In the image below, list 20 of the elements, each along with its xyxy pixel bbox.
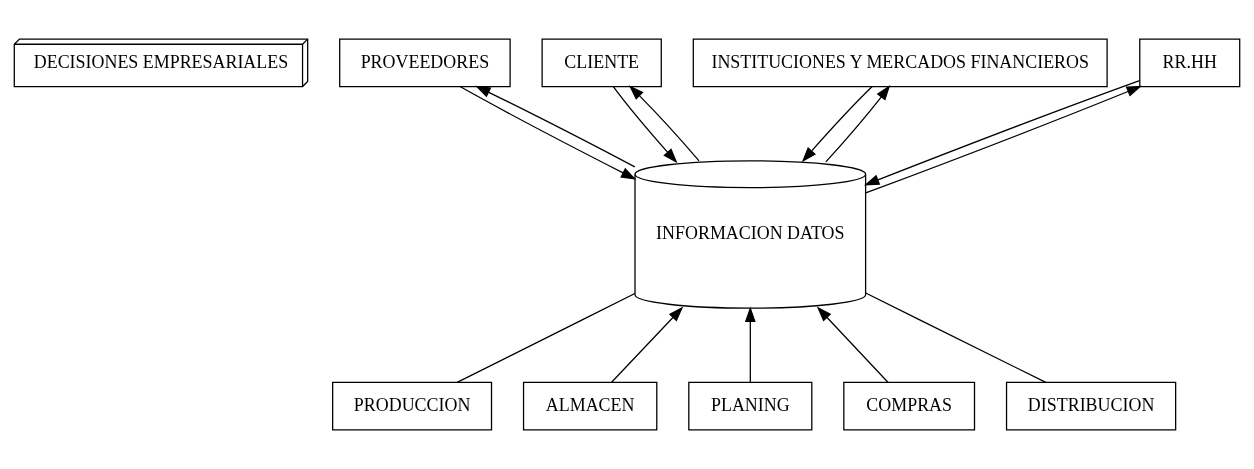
connector: [456, 292, 636, 383]
arrow: [628, 85, 700, 162]
node-box: CLIENTE: [541, 38, 662, 88]
node-box: RR.HH: [1139, 38, 1241, 88]
arrow: [744, 306, 756, 384]
arrow: [475, 85, 636, 168]
arrow: [459, 85, 637, 180]
arrow: [612, 85, 678, 164]
arrow: [825, 85, 891, 163]
node-box: PROVEEDORES: [339, 38, 511, 88]
node-box: DISTRIBUCION: [1005, 381, 1177, 431]
arrow: [801, 85, 873, 163]
node-box: ALMACEN: [522, 381, 658, 431]
connector: [865, 292, 1047, 384]
node-box: PLANING: [688, 381, 813, 431]
arrow: [816, 306, 889, 383]
node-box: INSTITUCIONES Y MERCADOS FINANCIEROS: [692, 38, 1108, 88]
node-box: COMPRAS: [843, 381, 976, 431]
node-box: PRODUCCION: [332, 381, 493, 431]
arrow: [610, 306, 684, 383]
